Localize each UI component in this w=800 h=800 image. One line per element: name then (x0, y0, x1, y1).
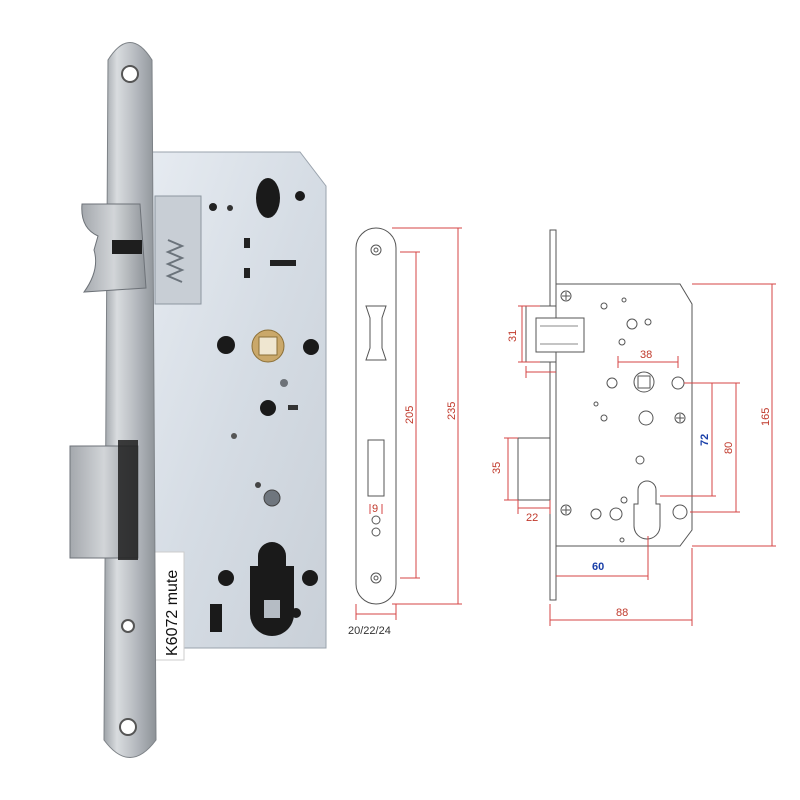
case-slot-top (256, 178, 280, 218)
dim-length-inner: 205 (404, 406, 416, 424)
dim-backset: 60 (592, 561, 604, 573)
dimension-lines-faceplate (355, 227, 462, 620)
faceplate-outline (355, 227, 397, 605)
cylinder-cutout (250, 542, 294, 636)
body-cylinder-cutout (633, 480, 661, 540)
body-case (555, 283, 693, 547)
dim-to-screw-hole: 80 (723, 442, 735, 454)
spring-cutout (154, 195, 202, 305)
dim-spindle-spacing: 38 (640, 349, 652, 361)
body-internal-features (560, 290, 688, 543)
body-front-plate (549, 229, 557, 601)
lock-body-drawing: 31 38 72 80 165 35 22 60 88 (491, 229, 776, 626)
product-label: K6072 mute (164, 570, 181, 656)
dim-body-depth: 88 (616, 607, 628, 619)
dim-deadbolt-height: 35 (491, 462, 503, 474)
dim-body-height: 165 (760, 408, 772, 426)
screw-hole (260, 400, 276, 416)
dim-latch-height: 31 (507, 330, 519, 342)
dim-length-total: 235 (446, 402, 458, 420)
body-deadbolt (517, 437, 551, 501)
faceplate-screw-hole-top (121, 65, 139, 83)
faceplate-drawing: 235 205 9 20/22/24 (348, 227, 462, 637)
dim-thickness-marker: 9 (372, 503, 378, 515)
faceplate-screw-hole-bottom (119, 718, 137, 736)
lock-photo: K6072 mute (69, 42, 327, 758)
dim-center-distance: 72 (699, 434, 711, 446)
dimension-lines-body (504, 283, 776, 626)
dim-deadbolt-throw: 22 (526, 512, 538, 524)
dim-widths: 20/22/24 (348, 625, 391, 637)
faceplate (103, 42, 157, 758)
